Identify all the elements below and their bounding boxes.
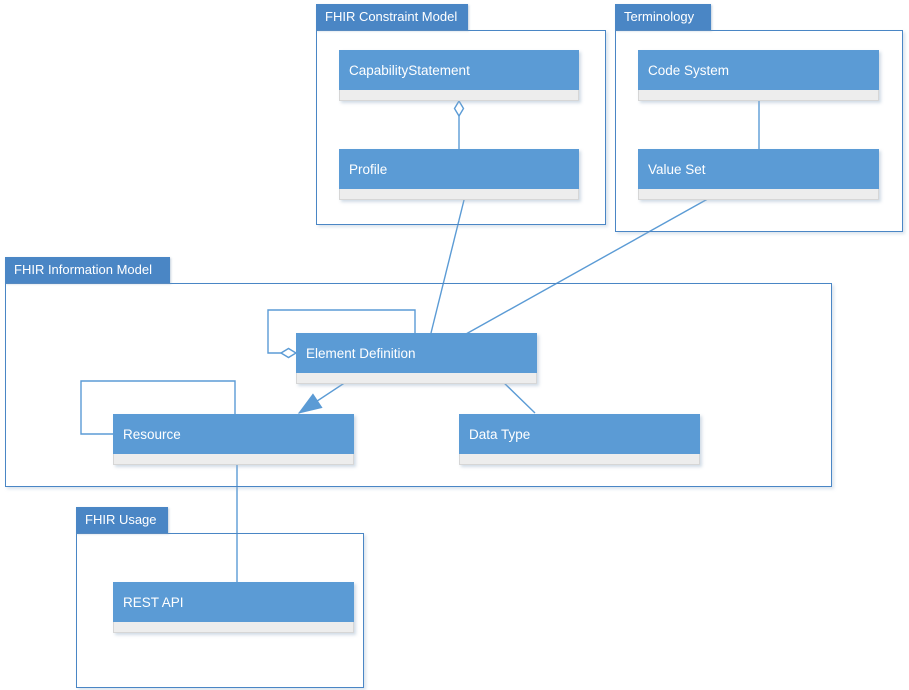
connector-profile-elementdefinition[interactable]	[430, 195, 466, 334]
package-tab-fhir-constraint-model[interactable]: FHIR Constraint Model	[316, 4, 468, 30]
class-box-resource[interactable]: Resource	[113, 414, 354, 465]
class-compartment-capability-statement	[339, 90, 579, 101]
aggregation-diamond-elementdefinition-self	[279, 347, 298, 359]
class-label-data-type: Data Type	[459, 414, 700, 454]
connector-elementdefinition-self[interactable]	[267, 309, 416, 359]
package-tab-terminology[interactable]: Terminology	[615, 4, 711, 30]
package-body-fhir-usage	[76, 533, 364, 688]
class-compartment-value-set	[638, 189, 879, 200]
class-label-profile: Profile	[339, 149, 579, 189]
connector-valueset-elementdefinition[interactable]	[465, 195, 714, 335]
package-tab-fhir-information-model[interactable]: FHIR Information Model	[5, 257, 170, 283]
class-compartment-code-system	[638, 90, 879, 101]
connector-capabilitystatement-profile[interactable]	[453, 99, 465, 149]
class-label-value-set: Value Set	[638, 149, 879, 189]
class-compartment-element-definition	[296, 373, 537, 384]
class-label-code-system: Code System	[638, 50, 879, 90]
package-body-fhir-constraint-model	[316, 30, 606, 225]
class-compartment-data-type	[459, 454, 700, 465]
class-box-capability-statement[interactable]: CapabilityStatement	[339, 50, 579, 101]
class-box-code-system[interactable]: Code System	[638, 50, 879, 101]
class-compartment-profile	[339, 189, 579, 200]
package-tab-fhir-usage[interactable]: FHIR Usage	[76, 507, 168, 533]
class-label-capability-statement: CapabilityStatement	[339, 50, 579, 90]
connector-line-valueset-elementdefinition	[465, 195, 714, 335]
aggregation-diamond-capabilitystatement-profile	[453, 99, 465, 118]
class-label-resource: Resource	[113, 414, 354, 454]
class-label-element-definition: Element Definition	[296, 333, 537, 373]
connector-line-elementdefinition-self	[267, 309, 416, 354]
package-body-fhir-information-model	[5, 283, 832, 487]
class-box-rest-api[interactable]: REST API	[113, 582, 354, 633]
class-box-value-set[interactable]: Value Set	[638, 149, 879, 200]
package-body-terminology	[615, 30, 903, 232]
connector-resource-self[interactable]	[80, 380, 236, 435]
class-box-profile[interactable]: Profile	[339, 149, 579, 200]
class-box-element-definition[interactable]: Element Definition	[296, 333, 537, 384]
class-compartment-resource	[113, 454, 354, 465]
composition-arrow-elementdefinition-resource	[297, 393, 323, 414]
class-label-rest-api: REST API	[113, 582, 354, 622]
connector-line-profile-elementdefinition	[430, 195, 466, 334]
connector-line-resource-self	[80, 380, 236, 435]
class-box-data-type[interactable]: Data Type	[459, 414, 700, 465]
class-compartment-rest-api	[113, 622, 354, 633]
